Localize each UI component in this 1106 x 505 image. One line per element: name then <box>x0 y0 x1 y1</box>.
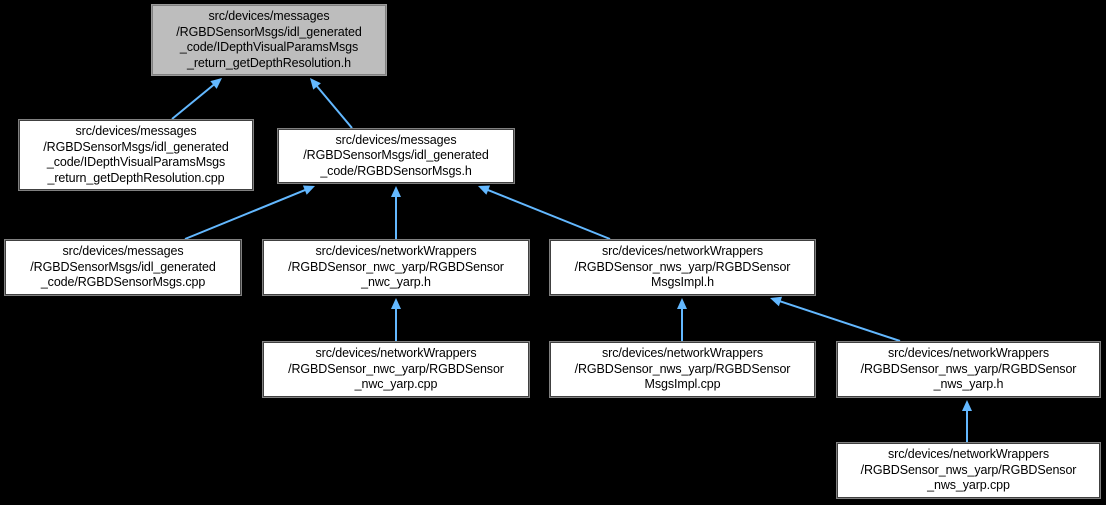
node-idepthvisualparamsmsgs-return-getdepthresolution-h[interactable]: src/devices/messages /RGBDSensorMsgs/idl… <box>151 4 387 76</box>
node-label: src/devices/networkWrappers /RGBDSensor_… <box>288 346 504 392</box>
edge-msgsimplh-to-msgsh <box>478 185 611 240</box>
edge-nwccpp-to-nwch <box>391 298 401 341</box>
node-label: src/devices/networkWrappers /RGBDSensor_… <box>860 447 1077 493</box>
edge-msgsh-to-root <box>310 78 353 129</box>
node-label: src/devices/messages /RGBDSensorMsgs/idl… <box>30 244 216 290</box>
node-label: src/devices/networkWrappers /RGBDSensor_… <box>860 346 1077 392</box>
node-rgbdsensormsgs-cpp[interactable]: src/devices/messages /RGBDSensorMsgs/idl… <box>4 239 242 296</box>
node-rgbdsensormsgsimpl-cpp[interactable]: src/devices/networkWrappers /RGBDSensor_… <box>549 341 816 398</box>
node-label: src/devices/messages /RGBDSensorMsgs/idl… <box>43 124 229 185</box>
node-rgbdsensormsgs-h[interactable]: src/devices/messages /RGBDSensorMsgs/idl… <box>277 128 515 184</box>
node-label: src/devices/networkWrappers /RGBDSensor_… <box>574 346 791 392</box>
node-rgbdsensormsgsimpl-h[interactable]: src/devices/networkWrappers /RGBDSensor_… <box>549 239 816 296</box>
edge-msgscpp-to-msgsh <box>184 185 315 240</box>
edge-nwch-to-msgsh <box>391 186 401 239</box>
node-idepthvisualparamsmsgs-return-getdepthresolution-cpp[interactable]: src/devices/messages /RGBDSensorMsgs/idl… <box>18 119 254 191</box>
edge-nwscpp-to-nwsh <box>962 400 972 442</box>
node-rgbdsensor-nwc-yarp-cpp[interactable]: src/devices/networkWrappers /RGBDSensor_… <box>262 341 530 398</box>
node-label: src/devices/messages /RGBDSensorMsgs/idl… <box>176 9 362 70</box>
edge-nwsh-to-msgsimplh <box>770 296 901 342</box>
node-rgbdsensor-nws-yarp-cpp[interactable]: src/devices/networkWrappers /RGBDSensor_… <box>836 442 1101 499</box>
node-label: src/devices/messages /RGBDSensorMsgs/idl… <box>303 132 489 178</box>
node-rgbdsensor-nws-yarp-h[interactable]: src/devices/networkWrappers /RGBDSensor_… <box>836 341 1101 398</box>
node-rgbdsensor-nwc-yarp-h[interactable]: src/devices/networkWrappers /RGBDSensor_… <box>262 239 530 296</box>
edge-cpp-to-root <box>171 78 222 120</box>
node-label: src/devices/networkWrappers /RGBDSensor_… <box>288 244 504 290</box>
edge-msgsimplcpp-to-msgsimplh <box>677 298 687 341</box>
node-label: src/devices/networkWrappers /RGBDSensor_… <box>574 244 791 290</box>
